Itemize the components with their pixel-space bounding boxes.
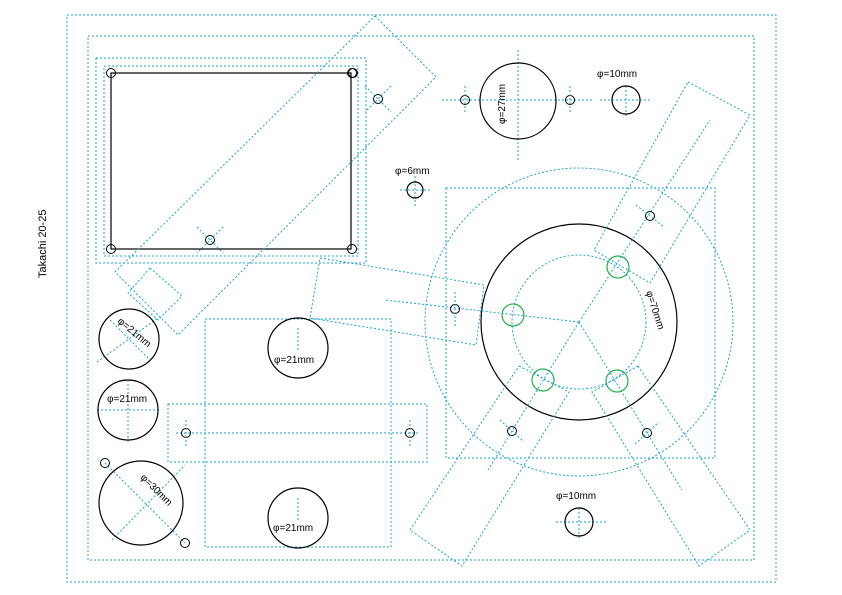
d70-dimension-label: φ=70mm xyxy=(643,290,666,332)
diagonal-board-top xyxy=(114,15,437,336)
d6-hole: φ=6mm xyxy=(395,166,432,206)
d21-hole-left-top: φ=21mm xyxy=(96,308,160,370)
d10-top-hole: φ=10mm xyxy=(597,69,652,116)
d70-fan-assembly: φ=70mm xyxy=(309,81,751,567)
d10-bottom-label: φ=10mm xyxy=(556,491,596,502)
d6-label: φ=6mm xyxy=(395,166,430,177)
d27-hole-group: φ=27mm xyxy=(442,50,594,160)
enclosure-model-label: Takachi 20-25 xyxy=(37,210,49,279)
d30-dimension-label: φ=30mm xyxy=(138,472,174,508)
top-left-panel xyxy=(95,57,367,264)
d21-center-bottom-label: φ=21mm xyxy=(273,523,313,534)
d30-hole: φ=30mm xyxy=(98,458,190,548)
d10-bottom-hole: φ=10mm xyxy=(556,491,606,538)
d21-left-middle-label: φ=21mm xyxy=(107,394,147,405)
d10-top-label: φ=10mm xyxy=(597,69,637,80)
d21-center-top-label: φ=21mm xyxy=(274,355,314,366)
mount-hole xyxy=(106,68,357,254)
d21-hole-center-bottom: φ=21mm xyxy=(267,487,329,549)
d27-dimension-label: φ=27mm xyxy=(497,84,508,124)
enclosure-outer-outline xyxy=(66,14,777,583)
d21-hole-left-middle: φ=21mm xyxy=(97,379,160,444)
d21-hole-center-top: φ=21mm xyxy=(267,317,329,379)
enclosure-inner-outline xyxy=(87,35,755,561)
center-board xyxy=(167,318,428,548)
